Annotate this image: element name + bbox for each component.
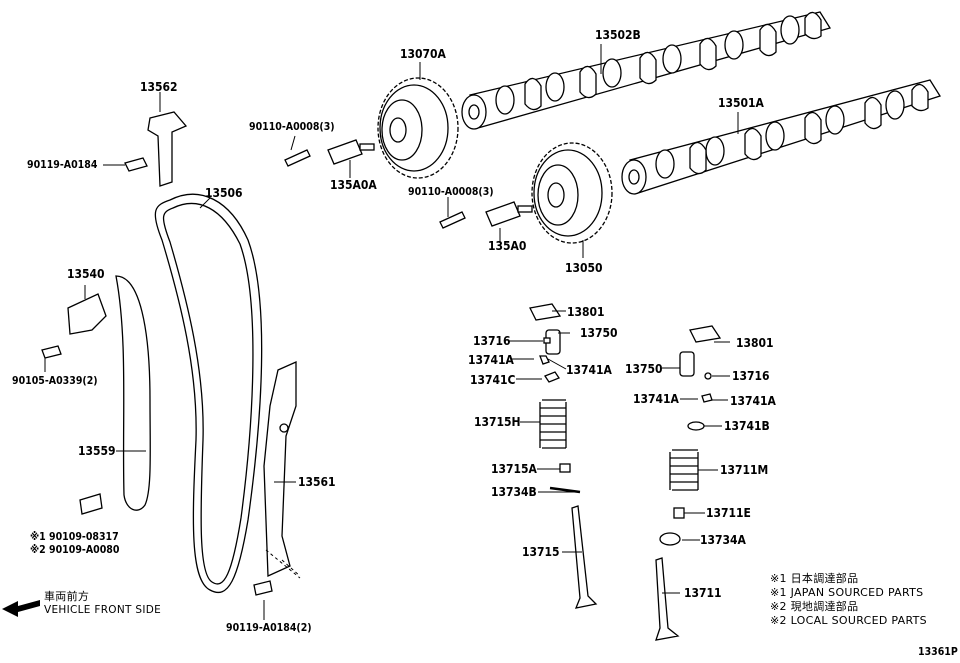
label-13561: 13561 — [298, 475, 336, 489]
label-13715: 13715 — [522, 545, 560, 559]
arrow-left-icon — [2, 600, 40, 617]
ocv-135a0a — [327, 139, 375, 165]
label-90110-a0008-1: 90110-A0008(3) — [249, 121, 335, 133]
label-13801-1: 13801 — [567, 305, 605, 319]
chain-13506 — [154, 193, 263, 594]
bolt-90110-1 — [284, 149, 311, 167]
note-2-en: ※2 LOCAL SOURCED PARTS — [770, 614, 927, 627]
bolt-90110-2 — [439, 211, 466, 229]
label-135a0a: 135A0A — [330, 178, 377, 192]
label-13562: 13562 — [140, 80, 178, 94]
sprocket-13070a — [377, 77, 459, 179]
label-90119-a0184-1: 90119-A0184 — [27, 159, 98, 171]
label-90109-a0080: ※2 90109-A0080 — [30, 544, 120, 556]
note-2-jp: ※2 現地調達部品 — [770, 600, 859, 613]
label-13715h: 13715H — [474, 415, 521, 429]
label-13540: 13540 — [67, 267, 105, 281]
label-13715a: 13715A — [491, 462, 537, 476]
lifter-13750-2 — [679, 351, 695, 377]
label-13741b: 13741B — [724, 419, 770, 433]
spring-13711m — [669, 449, 699, 491]
label-13741a-1: 13741A — [468, 353, 514, 367]
direction-en: VEHICLE FRONT SIDE — [44, 604, 162, 616]
sprocket-13050 — [531, 142, 613, 244]
label-13711e: 13711E — [706, 506, 751, 520]
label-13711: 13711 — [684, 586, 722, 600]
label-13559: 13559 — [78, 444, 116, 458]
label-13050: 13050 — [565, 261, 603, 275]
camshaft-13501a — [621, 79, 941, 195]
small-parts — [539, 337, 713, 519]
label-13711m: 13711M — [720, 463, 769, 477]
label-135a0: 135A0 — [488, 239, 527, 253]
label-13741a-4: 13741A — [730, 394, 776, 408]
label-13070a: 13070A — [400, 47, 446, 61]
tensioner-13540 — [41, 293, 107, 359]
label-13501a: 13501A — [718, 96, 764, 110]
figure-id: 13361P — [918, 646, 958, 658]
damper-13561 — [253, 360, 301, 596]
washer-13734a — [659, 532, 681, 546]
spring-13715h — [539, 399, 567, 449]
label-90109-08317: ※1 90109-08317 — [30, 531, 119, 543]
label-13734b: 13734B — [491, 485, 537, 499]
label-13750-2: 13750 — [625, 362, 663, 376]
label-13716-1: 13716 — [473, 334, 511, 348]
slipper-13559 — [79, 275, 151, 515]
rocker-13801-1 — [529, 303, 562, 321]
label-13741a-2: 13741A — [566, 363, 612, 377]
note-1-en: ※1 JAPAN SOURCED PARTS — [770, 586, 924, 599]
label-13506: 13506 — [205, 186, 243, 200]
rocker-13801-2 — [689, 325, 722, 343]
valve-13711 — [655, 557, 680, 641]
label-90105-a0339: 90105-A0339(2) — [12, 375, 98, 387]
label-13750-1: 13750 — [580, 326, 618, 340]
label-90110-a0008-2: 90110-A0008(3) — [408, 186, 494, 198]
valve-13715 — [571, 505, 598, 609]
bracket-13562 — [124, 111, 188, 187]
camshaft-13502b — [461, 11, 832, 130]
ocv-135a0 — [485, 201, 533, 227]
direction-jp: 車両前方 — [44, 590, 90, 603]
label-13716-2: 13716 — [732, 369, 770, 383]
label-13734a: 13734A — [700, 533, 746, 547]
leader-lines — [44, 44, 739, 620]
label-90119-a0184-2: 90119-A0184(2) — [226, 622, 312, 634]
label-13741a-3: 13741A — [633, 392, 679, 406]
label-13741c: 13741C — [470, 373, 516, 387]
label-13502b: 13502B — [595, 28, 641, 42]
note-1-jp: ※1 日本調達部品 — [770, 572, 859, 585]
label-13801-2: 13801 — [736, 336, 774, 350]
